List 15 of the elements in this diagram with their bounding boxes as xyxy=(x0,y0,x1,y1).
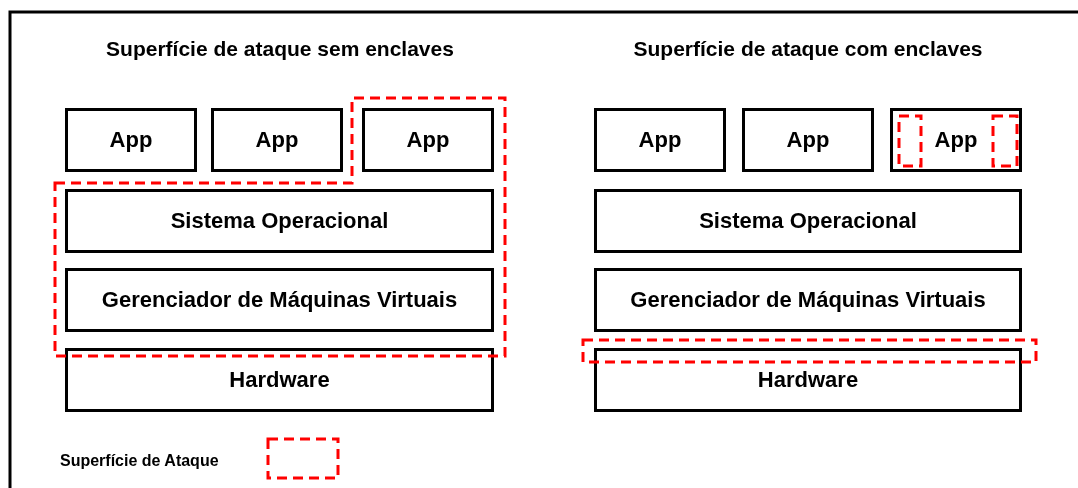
app-box: App xyxy=(890,108,1022,172)
layer-box: Hardware xyxy=(594,348,1022,412)
layer-box: Sistema Operacional xyxy=(65,189,494,253)
layer-box: Hardware xyxy=(65,348,494,412)
app-box: App xyxy=(65,108,197,172)
panel-title: Superfície de ataque com enclaves xyxy=(633,37,983,61)
legend-label: Superfície de Ataque xyxy=(60,452,219,470)
app-box: App xyxy=(362,108,494,172)
layer-box: Sistema Operacional xyxy=(594,189,1022,253)
layer-box: Gerenciador de Máquinas Virtuais xyxy=(65,268,494,332)
app-box: App xyxy=(742,108,874,172)
panel-title: Superfície de ataque sem enclaves xyxy=(106,37,454,61)
app-box: App xyxy=(594,108,726,172)
app-box: App xyxy=(211,108,343,172)
layer-box: Gerenciador de Máquinas Virtuais xyxy=(594,268,1022,332)
